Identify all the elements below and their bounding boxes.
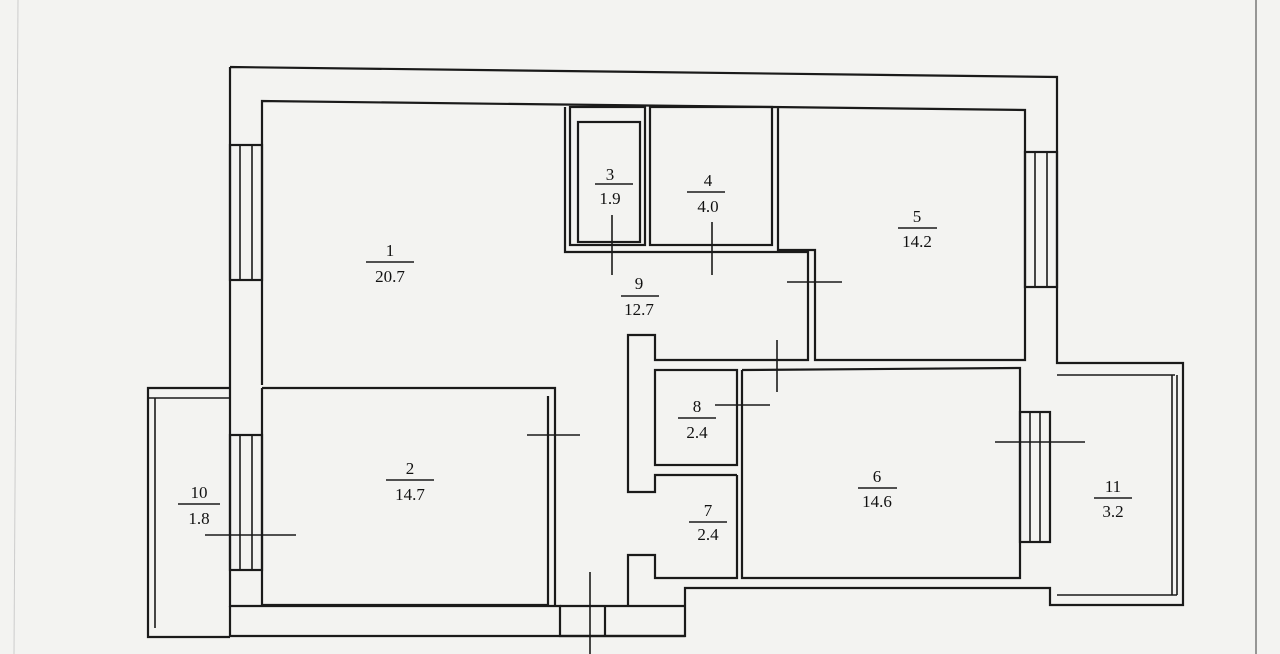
balcony-11-outline: [1057, 374, 1178, 596]
room-number: 6: [873, 467, 882, 486]
room-11-label: 11 3.2: [1094, 477, 1132, 521]
room-9-label: 9 12.7: [621, 274, 659, 319]
room-number: 2: [406, 459, 415, 478]
room-number: 7: [704, 501, 713, 520]
room-number: 3: [606, 165, 615, 184]
room-number: 8: [693, 397, 702, 416]
room-area: 20.7: [375, 267, 405, 286]
room-area: 4.0: [697, 197, 718, 216]
room-area: 12.7: [624, 300, 654, 319]
room-1-label: 1 20.7: [366, 241, 414, 286]
room-10-label: 10 1.8: [178, 483, 220, 528]
room-6-label: 6 14.6: [858, 467, 897, 511]
room-number: 4: [704, 171, 713, 190]
room-number: 10: [191, 483, 208, 502]
room-area: 2.4: [697, 525, 719, 544]
room-area: 3.2: [1102, 502, 1123, 521]
interior-walls: [260, 99, 1027, 636]
room-8-label: 8 2.4: [678, 397, 716, 442]
room-number: 9: [635, 274, 644, 293]
room-area: 14.7: [395, 485, 425, 504]
room-area: 14.6: [862, 492, 892, 511]
room-area: 1.8: [188, 509, 209, 528]
room-7-label: 7 2.4: [689, 501, 727, 544]
balcony-10-outline: [146, 386, 230, 639]
room-4-label: 4 4.0: [687, 171, 725, 216]
room-3-label: 3 1.9: [595, 165, 633, 208]
room-area: 2.4: [686, 423, 708, 442]
room-number: 11: [1105, 477, 1121, 496]
page-edge-left: [13, 0, 19, 654]
windows: [228, 143, 1059, 572]
room-number: 5: [913, 207, 922, 226]
room-area: 14.2: [902, 232, 932, 251]
room-area: 1.9: [599, 189, 620, 208]
room-number: 1: [386, 241, 395, 260]
room-2-label: 2 14.7: [386, 459, 434, 504]
room-5-label: 5 14.2: [898, 207, 937, 251]
door-markers: [205, 215, 1085, 654]
